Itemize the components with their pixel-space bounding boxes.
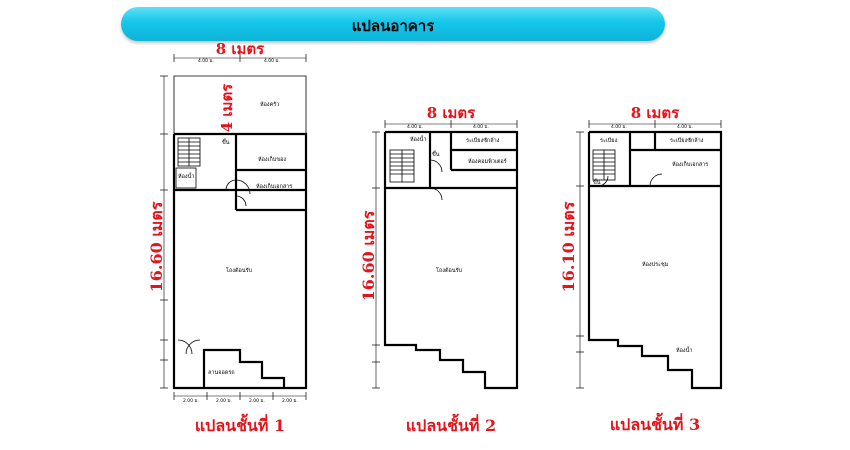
depth-label: 16.10 เมตร bbox=[559, 201, 578, 292]
dim-label: 4.00 ม. bbox=[611, 124, 627, 130]
dim-label: 2.00 ม. bbox=[216, 398, 232, 404]
header-bar: แปลนอาคาร bbox=[121, 7, 665, 41]
dim-label: 2.00 ม. bbox=[249, 398, 265, 404]
room-label: ระเบียงซักล้าง bbox=[466, 137, 500, 144]
room-label: โถงต้อนรับ bbox=[226, 266, 253, 274]
room-label: ห้องครัว bbox=[260, 101, 279, 108]
room-label: ขึ้น bbox=[593, 178, 601, 186]
depth-label: 16.60 เมตร bbox=[359, 210, 378, 301]
dim-label: 4.00 ม. bbox=[473, 124, 489, 130]
depth-label: 16.60 เมตร bbox=[147, 201, 166, 292]
plan-caption: แปลนชั้นที่ 3 bbox=[610, 412, 700, 434]
room-label: ระเบียงซักล้าง bbox=[670, 137, 704, 144]
dim-label: 2.00 ม. bbox=[282, 398, 298, 404]
page-title: แปลนอาคาร bbox=[351, 17, 435, 35]
floor-plan-1: 4.00 ม. 4.00 ม. bbox=[147, 40, 308, 435]
width-label: 8 เมตร bbox=[631, 104, 680, 122]
room-label: ขึ้น bbox=[432, 150, 440, 158]
plan-caption: แปลนชั้นที่ 2 bbox=[406, 413, 496, 435]
room-label: ห้องประชุม bbox=[642, 261, 669, 268]
room-label: ห้องคอมพิวเตอร์ bbox=[468, 158, 507, 165]
dim-label: 4.00 ม. bbox=[407, 124, 423, 130]
dim-label: 2.00 ม. bbox=[183, 398, 199, 404]
room-label: ห้องเก็บเอกสาร bbox=[256, 182, 292, 190]
floor-plan-3: 4.00 ม. 4.00 ม. ระเบียง ระเบียงซักล้าง ข… bbox=[559, 104, 723, 434]
dim-label: 4.00 ม. bbox=[198, 58, 214, 64]
plan-caption: แปลนชั้นที่ 1 bbox=[195, 413, 285, 435]
room-label: ระเบียง bbox=[600, 137, 618, 144]
room-label: ห้องน้ำ bbox=[676, 346, 692, 354]
room-label: ห้องน้ำ bbox=[410, 135, 426, 143]
room-label: ห้องเก็บเอกสาร bbox=[672, 160, 708, 168]
room-label: โถงต้อนรับ bbox=[436, 266, 463, 274]
dim-label: 4.00 ม. bbox=[677, 124, 693, 130]
room-label: ห้องน้ำ bbox=[178, 172, 194, 180]
width-label: 8 เมตร bbox=[427, 104, 476, 122]
width-label: 8 เมตร bbox=[216, 40, 265, 58]
room-label: ลานจอดรถ bbox=[208, 370, 235, 376]
dim-label: 4.00 ม. bbox=[264, 58, 280, 64]
room-label: ขึ้น bbox=[222, 138, 230, 146]
room-label: ห้องเก็บของ bbox=[258, 155, 286, 163]
top-depth-label: 4 เมตร bbox=[218, 83, 236, 132]
floor-plan-2: 4.00 ม. 4.00 ม. ห้องน้ำ ขึ้น ระเบียงซักล… bbox=[359, 104, 519, 435]
